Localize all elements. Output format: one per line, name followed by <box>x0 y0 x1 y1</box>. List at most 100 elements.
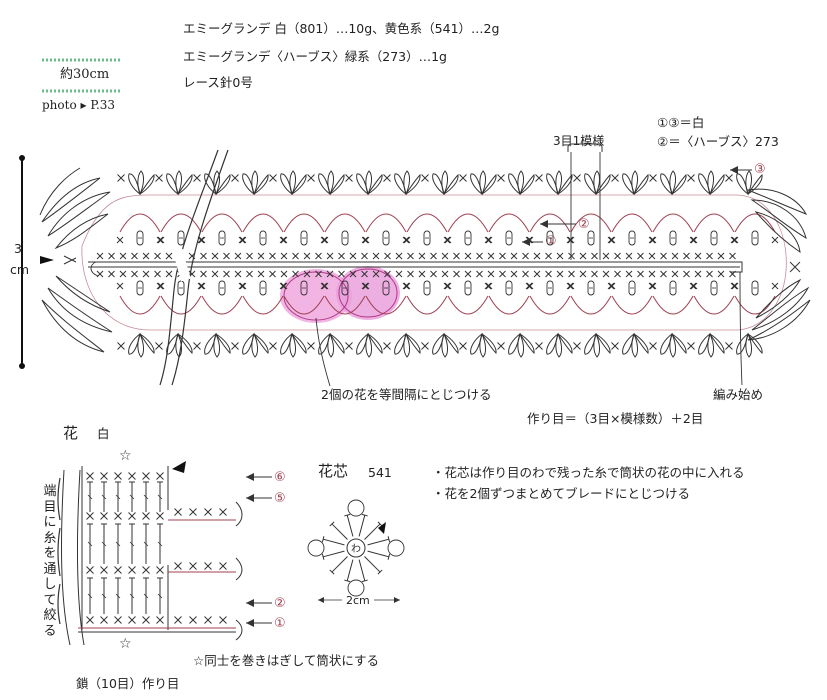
center-dc-stitch <box>358 513 368 537</box>
sc-stitch <box>608 236 616 244</box>
bottom-chain-arc <box>734 295 776 315</box>
sc-stitch <box>326 252 334 260</box>
side-note-char: 通 <box>43 561 57 577</box>
sc-stitch <box>345 174 353 182</box>
sc-stitch <box>730 282 738 290</box>
top-chain-arc <box>529 213 571 233</box>
size-label: 約30cm <box>60 67 110 82</box>
sc-stitch <box>522 270 529 278</box>
center-ring-label: わ <box>351 543 361 555</box>
center-color: 541 <box>368 465 392 480</box>
sc-stitch <box>326 270 334 278</box>
sc-stitch <box>694 252 702 260</box>
bottom-chain-arc <box>324 295 366 315</box>
sc-stitch <box>189 562 197 570</box>
sc-stitch <box>211 252 219 260</box>
sc-stitch <box>86 512 94 520</box>
sc-stitch <box>407 270 414 278</box>
sc-stitch <box>687 342 695 350</box>
sc-stitch <box>602 252 610 260</box>
sc-stitch <box>108 252 115 260</box>
sc-stitch <box>591 270 598 278</box>
bottom-puff-stitch <box>218 280 226 296</box>
dc-stitch <box>157 481 163 512</box>
sc-stitch <box>117 342 125 350</box>
top-puff-stitch <box>341 230 349 246</box>
center-dc-stitch <box>367 550 391 560</box>
sc-stitch <box>361 282 369 290</box>
top-puff-stitch <box>136 230 144 246</box>
sc-stitch <box>165 252 173 260</box>
bottom-puff-stitch <box>136 280 144 296</box>
top-puff-stitch <box>710 230 718 246</box>
sc-stitch <box>443 282 451 290</box>
top-chain-arc <box>365 213 407 233</box>
top-shell-fan <box>698 170 725 195</box>
sc-stitch <box>485 282 493 290</box>
sc-stitch <box>533 252 541 260</box>
sc-stitch <box>96 252 104 260</box>
sc-stitch <box>771 282 779 290</box>
sc-stitch <box>189 616 197 624</box>
sc-stitch <box>730 236 738 244</box>
sc-stitch <box>566 282 574 290</box>
top-shell-fan <box>546 170 573 195</box>
sc-stitch <box>441 252 449 260</box>
sc-stitch <box>156 512 164 520</box>
sc-stitch <box>476 270 483 278</box>
sc-stitch <box>568 252 575 260</box>
sc-stitch <box>116 236 124 244</box>
sc-stitch <box>484 236 492 244</box>
top-shell-fan <box>660 170 687 195</box>
bottom-shell-fan <box>205 334 230 357</box>
sc-stitch <box>204 508 212 516</box>
sc-stitch <box>556 252 564 260</box>
sc-stitch <box>637 270 644 278</box>
center-dc-stitch <box>344 513 354 537</box>
sc-stitch <box>485 236 493 244</box>
sc-stitch <box>119 270 127 278</box>
bottom-shell-fan <box>699 334 724 357</box>
top-puff-stitch <box>546 230 554 246</box>
sc-stitch <box>142 512 150 520</box>
sc-stitch <box>362 282 370 290</box>
sc-stitch <box>637 252 644 260</box>
center-size-measure <box>318 597 400 603</box>
top-chain-arc <box>406 213 448 233</box>
sc-stitch <box>280 252 288 260</box>
flower-color: 白 <box>97 426 110 441</box>
sc-stitch <box>444 282 452 290</box>
sc-stitch <box>128 472 136 480</box>
start-label: 編み始め <box>713 387 764 402</box>
side-note-char: る <box>43 623 57 639</box>
braid-right-end <box>746 188 811 341</box>
sc-stitch <box>156 236 164 244</box>
flower-row-6: ⑥ <box>274 470 286 485</box>
sc-stitch <box>566 236 574 244</box>
sc-stitch <box>211 270 219 278</box>
top-puff-stitch <box>177 230 185 246</box>
sc-stitch <box>189 508 197 516</box>
top-puff-stitch <box>751 230 759 246</box>
side-note-char: し <box>43 577 57 592</box>
center-dc-stitch <box>344 559 354 583</box>
center-size: 2cm <box>346 594 370 607</box>
sc-stitch <box>525 282 533 290</box>
row-marker-3: ③ <box>754 162 766 177</box>
sc-stitch <box>683 252 690 260</box>
sc-stitch <box>198 282 206 290</box>
sc-stitch <box>200 252 207 260</box>
sc-stitch <box>239 236 247 244</box>
flower-chart: ☆ ☆ <box>57 448 272 652</box>
side-note-char: 絞 <box>43 608 57 623</box>
sc-stitch <box>280 282 288 290</box>
sc-stitch <box>607 236 615 244</box>
sc-stitch <box>131 270 138 278</box>
flower-grid <box>61 466 243 646</box>
bottom-chain-arc <box>406 295 448 315</box>
sc-stitch <box>487 270 495 278</box>
sc-stitch <box>320 282 328 290</box>
sc-stitch <box>292 270 299 278</box>
sc-stitch <box>257 252 265 260</box>
dc-stitch <box>129 577 135 614</box>
